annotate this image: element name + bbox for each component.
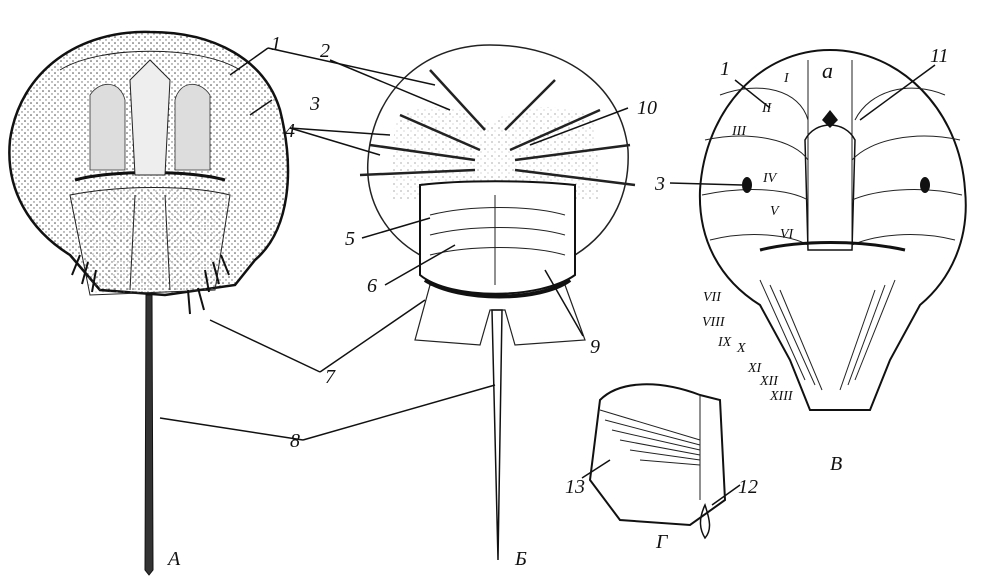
segment-XIII: XIII [769,389,794,404]
panel-b-ventral-view [360,45,635,560]
label-3-left: 3 [309,93,320,115]
label-13: 13 [565,476,585,498]
label-4: 4 [285,120,295,142]
segment-labels: I II III IV V VI VII VIII IX X XI XII XI… [702,58,833,404]
label-8: 8 [290,430,300,452]
panel-letters: А Б В Г [166,453,842,570]
segment-VIII: VIII [702,315,726,330]
segment-II: II [761,101,773,116]
segment-XII: XII [759,374,779,389]
panel-label-v: В [830,453,842,475]
label-7: 7 [325,366,336,388]
segment-IV: IV [762,171,778,186]
panel-label-a: А [166,548,181,570]
segment-X: X [736,341,746,356]
panel-a-dorsal-view [9,32,288,575]
segment-IX: IX [717,335,732,350]
label-9: 9 [590,336,600,358]
label-1-right: 1 [720,58,730,80]
segment-VI: VI [780,227,795,242]
label-2: 2 [320,40,330,62]
panel-v-segment-schema [700,50,966,410]
label-6: 6 [367,275,377,297]
number-labels: 1 2 3 4 5 6 7 8 9 10 1 3 11 12 13 [271,33,949,498]
label-11: 11 [930,45,949,67]
region-a-label: a [822,58,833,83]
panel-label-g: Г [655,531,669,553]
segment-III: III [731,124,747,139]
label-10: 10 [637,97,657,119]
segment-VII: VII [703,290,722,305]
label-5: 5 [345,228,355,250]
panel-g-appendage [590,384,725,538]
label-1-left: 1 [271,33,281,55]
panel-label-b: Б [514,548,527,570]
segment-V: V [770,204,780,219]
label-3-right: 3 [654,173,665,195]
segment-I: I [783,71,790,86]
label-12: 12 [738,476,758,498]
